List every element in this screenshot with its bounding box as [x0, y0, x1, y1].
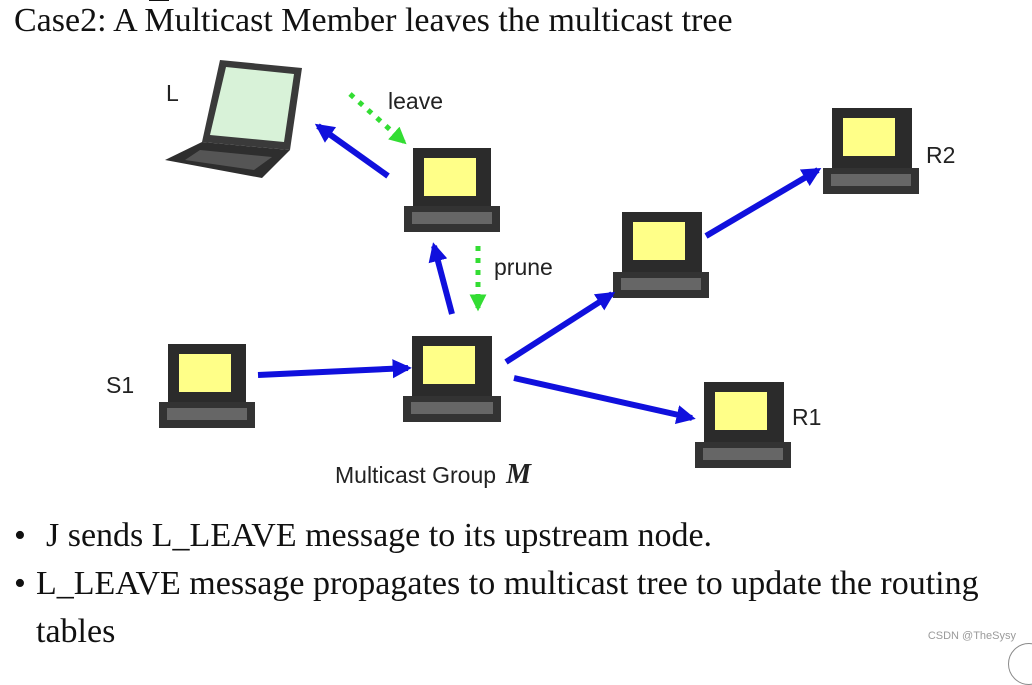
multicast-group-caption: Multicast Group M — [335, 459, 531, 491]
slide-title-text: Case2: A Multicast Member leaves the mul… — [14, 2, 733, 39]
node-label-S1: S1 — [106, 372, 135, 398]
corner-arc-decoration — [1008, 643, 1032, 685]
leave-message-arrow — [348, 92, 407, 145]
bullet-text: L_LEAVE message propagates to multicast … — [36, 565, 979, 650]
laptop-icon-L — [165, 60, 302, 178]
group-symbol: M — [506, 459, 531, 490]
leave-message-label: leave — [388, 88, 443, 114]
prune-message-label: prune — [494, 254, 553, 280]
arrow-relay-to-R2 — [704, 167, 822, 239]
computer-icon-R2 — [823, 108, 919, 194]
bullet-list: • J sends L_LEAVE message to its upstrea… — [14, 512, 994, 656]
arrow-J-to-L — [314, 123, 390, 179]
arrow-M-to-R1 — [513, 375, 696, 424]
computer-icon-J — [404, 148, 500, 232]
title-overline-mark — [149, 0, 169, 1]
node-label-R2: R2 — [926, 142, 956, 168]
computer-icon-R1 — [695, 382, 791, 468]
computer-icon-group-M — [403, 336, 501, 422]
arrow-S1-to-M — [257, 359, 412, 379]
bullet-item: • J sends L_LEAVE message to its upstrea… — [14, 512, 994, 560]
computer-icon-relay — [613, 212, 709, 298]
multicast-tree-diagram — [159, 60, 919, 468]
arrow-M-to-relay — [504, 291, 616, 365]
bullet-dot: • — [14, 565, 26, 602]
bullet-dot: • — [14, 517, 26, 554]
node-label-L: L — [166, 80, 179, 106]
watermark: CSDN @TheSysy — [927, 630, 1016, 642]
computer-icon-S1 — [159, 344, 255, 428]
bullet-item: • L_LEAVE message propagates to multicas… — [14, 560, 994, 656]
arrow-M-to-J — [428, 242, 455, 315]
slide-title: Case2: A Multicast Member leaves the mul… — [14, 0, 733, 40]
bullet-text: J sends L_LEAVE message to its upstream … — [46, 517, 713, 554]
group-caption-text: Multicast Group — [335, 462, 497, 488]
node-label-R1: R1 — [792, 404, 822, 430]
